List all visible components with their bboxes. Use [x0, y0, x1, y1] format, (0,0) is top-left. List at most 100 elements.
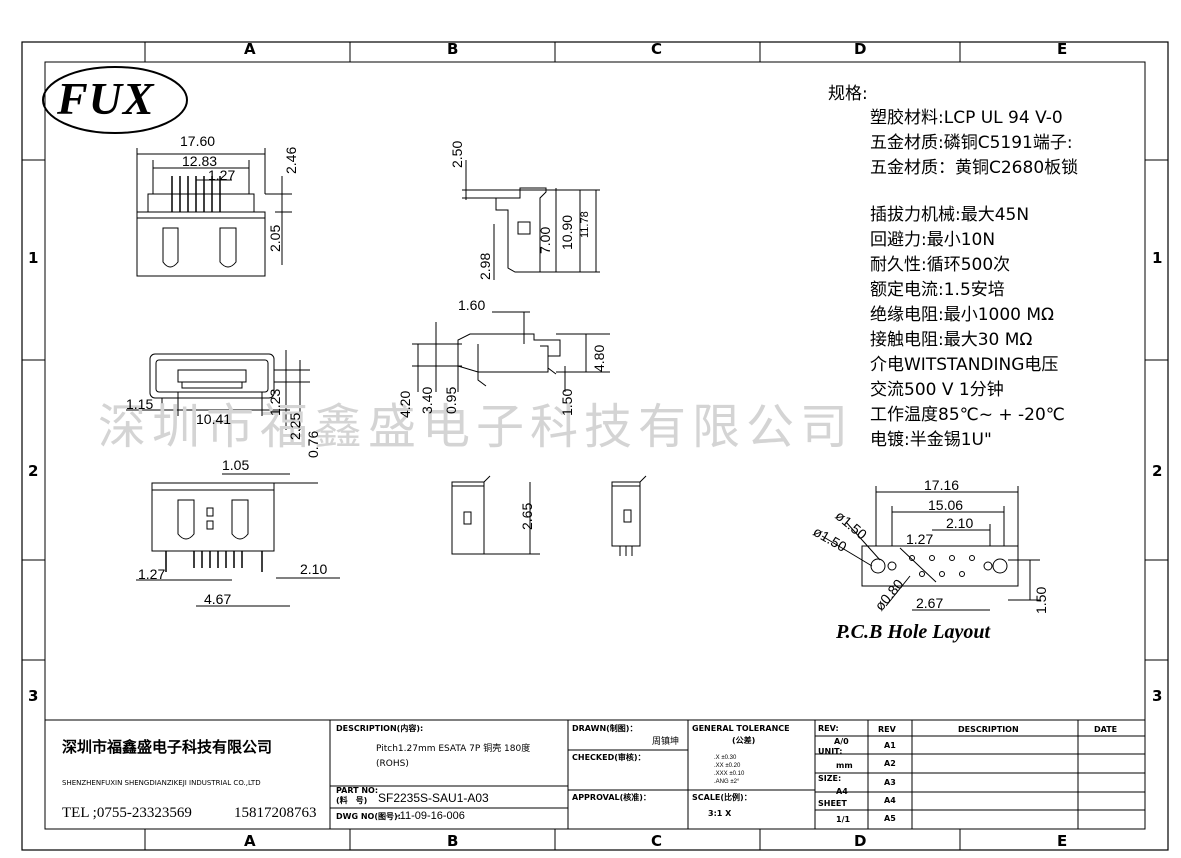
zone-col-b-top: B	[447, 40, 459, 58]
fux-logo: FUX	[57, 73, 155, 124]
size-value: A4	[836, 787, 848, 796]
tolerance-label: GENERAL TOLERANCE	[692, 724, 790, 733]
tolerance-row-3: .XXX ±0.10	[714, 771, 745, 777]
zone-col-a-bottom: A	[244, 832, 256, 850]
zone-row-3-left: 3	[28, 687, 39, 705]
part-no: SF2235S-SAU1-A03	[378, 791, 489, 805]
pcb-hole-layout	[821, 486, 1040, 611]
zone-col-b-bottom: B	[447, 832, 459, 850]
dim-1-50-mid: 1.50	[559, 388, 575, 416]
logo-oval	[42, 66, 188, 134]
part-no-label: PART NO:	[336, 786, 379, 795]
dim-1-05: 1.05	[222, 457, 250, 473]
dim-3-40: 3.40	[419, 386, 435, 414]
description-label: DESCRIPTION(内容):	[336, 724, 424, 733]
description-col-header: DESCRIPTION	[958, 725, 1019, 734]
dim-17-60: 17.60	[180, 133, 216, 149]
dwg-no-label: DWG NO(图号):	[336, 812, 401, 821]
dim-1-23: 1.23	[267, 388, 283, 416]
spec-line-insertion-force: 插拔力机械:最大45N	[870, 205, 1030, 225]
title-block-grid	[45, 719, 1145, 829]
rev-row-a2: A2	[884, 759, 896, 768]
scale-label: SCALE(比例)：	[692, 793, 752, 802]
dim-0-76: 0.76	[305, 430, 321, 458]
spec-line-retention-force: 回避力:最小10N	[870, 230, 996, 250]
company-watermark: 深圳市福鑫盛电子科技有限公司	[98, 399, 855, 455]
company-name-en: SHENZHENFUXIN SHENGDIANZIKEJI INDUSTRIAL…	[62, 779, 261, 787]
top-view	[136, 148, 292, 277]
unit-label: UNIT:	[818, 747, 843, 756]
dim-1-50-pcb: 1.50	[1033, 586, 1049, 614]
dim-15-06: 15.06	[928, 497, 964, 513]
dim-4-20: 4.20	[397, 390, 413, 418]
dwg-no: -11-09-16-006	[396, 810, 465, 822]
mid-side-view	[412, 311, 610, 392]
spec-line-dielectric: 介电WITSTANDING电压	[870, 355, 1059, 375]
description-text: Pitch1.27mm ESATA 7P 铜壳 180度	[376, 744, 531, 754]
bottom-view	[136, 473, 340, 607]
dim-1-60: 1.60	[458, 297, 486, 313]
spec-line-plating: 电镀:半金锡1U"	[870, 430, 992, 450]
dim-11-78: 11.78	[579, 211, 591, 238]
inner-border	[44, 61, 1146, 830]
tolerance-row-2: .XX ±0.20	[714, 763, 741, 769]
outer-border	[21, 41, 1169, 851]
dim-4-80: 4.80	[591, 344, 607, 372]
rev-row-a5: A5	[884, 814, 896, 823]
zone-col-a-top: A	[244, 40, 256, 58]
spec-line-board-lock: 五金材质：黄铜C2680板锁	[870, 158, 1079, 178]
spec-line-terminal: 五金材质:磷铜C5191端子:	[870, 133, 1073, 153]
side-view	[462, 160, 600, 280]
zone-row-3-right: 3	[1152, 687, 1163, 705]
dim-2-50: 2.50	[449, 140, 465, 168]
rev-value: A/0	[834, 737, 849, 746]
spec-line-rated-current: 额定电流:1.5安培	[870, 280, 1005, 300]
zone-col-c-top: C	[651, 40, 663, 58]
zone-col-e-top: E	[1057, 40, 1068, 58]
spec-title: 规格:	[828, 84, 868, 104]
zone-col-d-bottom: D	[854, 832, 867, 850]
spec-line-durability: 耐久性:循环500次	[870, 255, 1011, 275]
drawn-label: DRAWN(制图)：	[572, 724, 638, 733]
date-col-header: DATE	[1094, 725, 1118, 734]
zone-col-d-top: D	[854, 40, 867, 58]
scale-value: 3:1 X	[708, 809, 732, 818]
dim-2-25: 2.25	[287, 412, 303, 440]
dim-0-95: 0.95	[443, 386, 459, 414]
dim-2-05: 2.05	[267, 224, 283, 252]
dim-10-90: 10.90	[559, 214, 575, 250]
dim-1-15: 1.15	[126, 396, 154, 412]
zone-col-c-bottom: C	[651, 832, 663, 850]
spec-line-contact-resistance: 接触电阻:最大30 MΩ	[870, 330, 1033, 350]
sheet-value: 1/1	[836, 815, 851, 824]
tolerance-row-1: .X ±0.30	[714, 755, 737, 761]
dim-2-67: 2.67	[916, 595, 944, 611]
pcb-hole-layout-title: P.C.B Hole Layout	[836, 621, 991, 643]
rev-col-header: REV	[878, 725, 896, 734]
part-no-sub: (料 号)	[336, 796, 368, 805]
dim-10-41: 10.41	[196, 411, 232, 427]
zone-row-1-left: 1	[28, 249, 39, 267]
rev-row-a1: A1	[884, 741, 896, 750]
unit-value: mm	[836, 761, 853, 770]
drawn-by: 周镇坤	[652, 737, 680, 747]
company-name-cn: 深圳市福鑫盛电子科技有限公司	[62, 738, 273, 756]
dim-2-65: 2.65	[519, 502, 535, 530]
rev-row-a3: A3	[884, 778, 896, 787]
dim-2-10-bottom: 2.10	[300, 561, 328, 577]
dim-2-98: 2.98	[477, 252, 493, 280]
front-view	[126, 350, 310, 430]
dim-17-16: 17.16	[924, 477, 960, 493]
spec-line-temperature: 工作温度85℃~ + -20℃	[870, 405, 1065, 425]
dim-1-27-pcb: 1.27	[906, 531, 934, 547]
rev-row-a4: A4	[884, 796, 896, 805]
spec-line-insulation: 绝缘电阻:最小1000 MΩ	[870, 305, 1055, 325]
spec-line-ac-voltage: 交流500 V 1分钟	[870, 380, 1004, 400]
dim-2-10-pcb: 2.10	[946, 515, 974, 531]
lower-side-views	[451, 475, 647, 556]
dim-1-27-top: 1.27	[208, 167, 236, 183]
zone-col-e-bottom: E	[1057, 832, 1068, 850]
tel-mobile: 15817208763	[234, 805, 317, 821]
tolerance-row-4: .ANG ±2°	[714, 779, 740, 785]
